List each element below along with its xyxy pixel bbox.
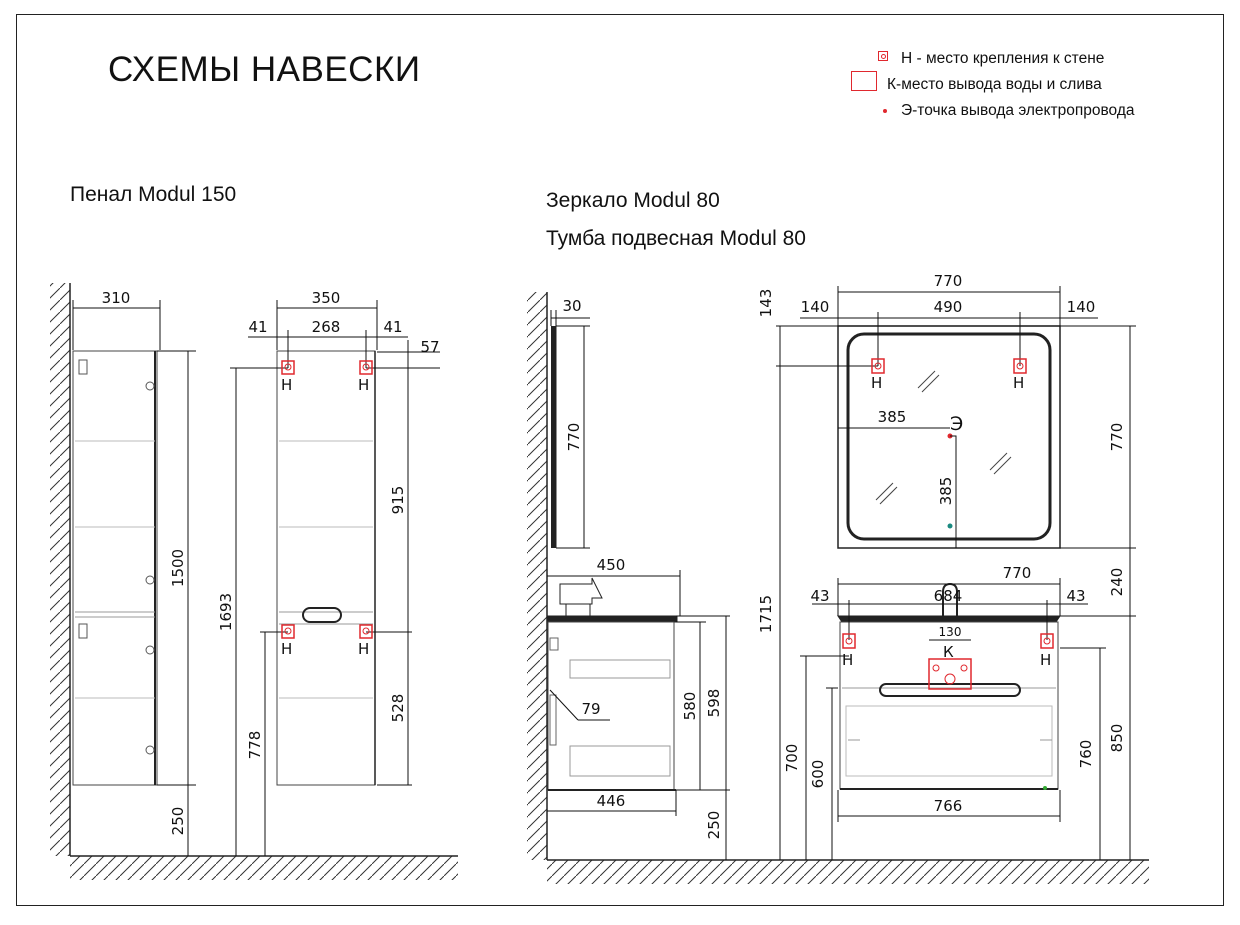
mirror-right-mark: Н [1013,374,1024,392]
dim-mirror-hole-spacing: 490 [934,298,963,316]
dim-penal-hole-spacing: 268 [312,318,341,336]
dim-cabinet-width: 770 [1003,564,1032,582]
dim-mirror-width: 770 [934,272,963,290]
dim-penal-width: 350 [312,289,341,307]
cabinet-right-mount [1040,633,1054,649]
dim-mirror-margin-left: 140 [801,298,830,316]
water-drain-outlet [928,658,972,690]
dim-cabinet-total-height: 598 [705,689,723,718]
penal-lower-right-mark: Н [358,640,369,658]
dim-penal-floor-gap: 250 [169,807,187,836]
dim-mirror-e-x: 385 [878,408,907,426]
dim-drain-width: 130 [939,625,962,639]
penal-upper-right-mount [359,360,373,375]
dim-mirror-gap: 240 [1108,568,1126,597]
right-wall [527,292,548,860]
mirror-left-mark: Н [871,374,882,392]
legend-water-outlet: К-место вывода воды и слива [887,76,1102,93]
dim-penal-height: 1500 [169,549,187,587]
dim-penal-lower-to-bottom: 528 [389,694,407,723]
cabinet-title: Тумба подвесная Modul 80 [546,227,806,250]
mirror-front-view [837,325,1061,549]
dim-mirror-margin-right: 140 [1067,298,1096,316]
dim-cabinet-margin-right: 43 [1066,587,1085,605]
water-outlet-mark: К [943,643,954,661]
penal-title: Пенал Modul 150 [70,183,237,206]
dim-penal-top-offset: 57 [420,338,439,356]
dim-cabinet-offset: 79 [581,700,600,718]
mirror-right-mount [1013,358,1027,374]
legend-electric-point: Э-точка вывода электропровода [901,102,1135,119]
dim-cabinet-top-height: 850 [1108,724,1126,753]
dim-cabinet-front-height: 760 [1077,740,1095,769]
dim-mirror-e-y: 385 [937,477,955,506]
dim-mirror-depth: 30 [562,297,581,315]
dim-cabinet-body-width: 766 [934,797,963,815]
mirror-side-view [551,326,557,548]
dim-cabinet-depth: 446 [597,792,626,810]
penal-upper-left-mount [281,360,295,375]
right-floor [547,859,1149,884]
penal-front-view [276,350,376,786]
left-floor [70,855,458,880]
electric-point-legend-icon [883,109,887,113]
dim-penal-mount-spacing: 915 [389,486,407,515]
dim-penal-lower-mount-height: 778 [246,731,264,760]
cabinet-right-mark: Н [1040,651,1051,669]
page-title: СХЕМЫ НАВЕСКИ [108,50,421,89]
penal-upper-right-mark: Н [358,376,369,394]
legend-mount-point: Н - место крепления к стене [901,50,1105,67]
electric-point [947,433,957,440]
dim-cabinet-hole-spacing: 684 [934,587,963,605]
penal-lower-left-mark: Н [281,640,292,658]
cabinet-side-view [546,577,678,791]
dim-sink-depth: 450 [597,556,626,574]
water-outlet-legend-icon [851,71,877,91]
electric-point-mark: Э [950,413,963,435]
dim-cabinet-floor-gap: 250 [705,811,723,840]
dim-cabinet-mount-height: 700 [783,744,801,773]
dimension-lines [72,286,1136,860]
dim-penal-upper-mount-height: 1693 [217,593,235,631]
penal-upper-left-mark: Н [281,376,292,394]
penal-lower-right-mount [359,624,373,639]
left-wall [50,283,71,856]
dim-mirror-height-front: 770 [1108,423,1126,452]
dim-cabinet-margin-left: 43 [810,587,829,605]
cabinet-front-view [837,582,1061,790]
dim-cabinet-body-height: 580 [681,692,699,721]
cabinet-left-mark: Н [842,651,853,669]
mirror-left-mount [871,358,885,374]
dim-mirror-top-offset: 143 [757,289,775,318]
dim-mirror-height-side: 770 [565,423,583,452]
dim-penal-depth: 310 [102,289,131,307]
penal-side-view [72,350,158,786]
dim-penal-margin-left: 41 [248,318,267,336]
dim-mirror-mount-height: 1715 [757,595,775,633]
dim-cabinet-bottom-height: 600 [809,760,827,789]
dim-penal-margin-right: 41 [383,318,402,336]
mount-point-legend-icon [878,51,888,61]
cabinet-left-mount [842,633,856,649]
mirror-title: Зеркало Modul 80 [546,189,720,212]
penal-lower-left-mount [281,624,295,639]
